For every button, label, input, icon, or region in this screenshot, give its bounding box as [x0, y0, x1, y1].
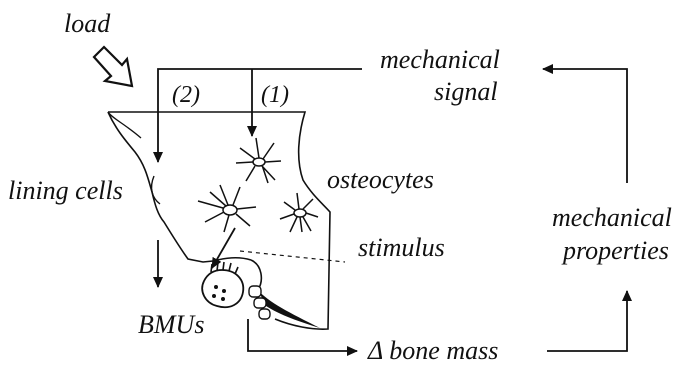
lining-cells-label: lining cells [8, 176, 123, 205]
mechanical-signal-label-line1: mechanical [380, 45, 500, 74]
osteocyte-icon-3 [280, 193, 318, 232]
load-label: load [64, 9, 111, 38]
bone-mass-to-properties-arrow [547, 291, 627, 351]
osteocytes-label: osteocytes [327, 165, 434, 194]
stimulus-label: stimulus [358, 233, 445, 262]
path1-label: (1) [261, 82, 289, 108]
osteocyte-icon-2 [198, 185, 256, 232]
properties-to-signal-arrow [543, 69, 627, 183]
delta-bone-mass-label: Δ bone mass [367, 336, 498, 365]
osteoclast-icon [202, 262, 243, 307]
bmus-label: BMUs [138, 310, 204, 339]
mechanical-properties-label-line2: properties [561, 236, 669, 265]
osteocyte-icon-1 [236, 138, 281, 183]
path2-label: (2) [172, 82, 200, 108]
bmu-to-bone-mass-arrow [248, 319, 357, 351]
lining-cell-shape [152, 176, 160, 204]
mechanical-properties-label-line1: mechanical [552, 203, 672, 232]
load-arrow [94, 47, 132, 86]
mechanical-signal-label-line2: signal [434, 77, 498, 106]
